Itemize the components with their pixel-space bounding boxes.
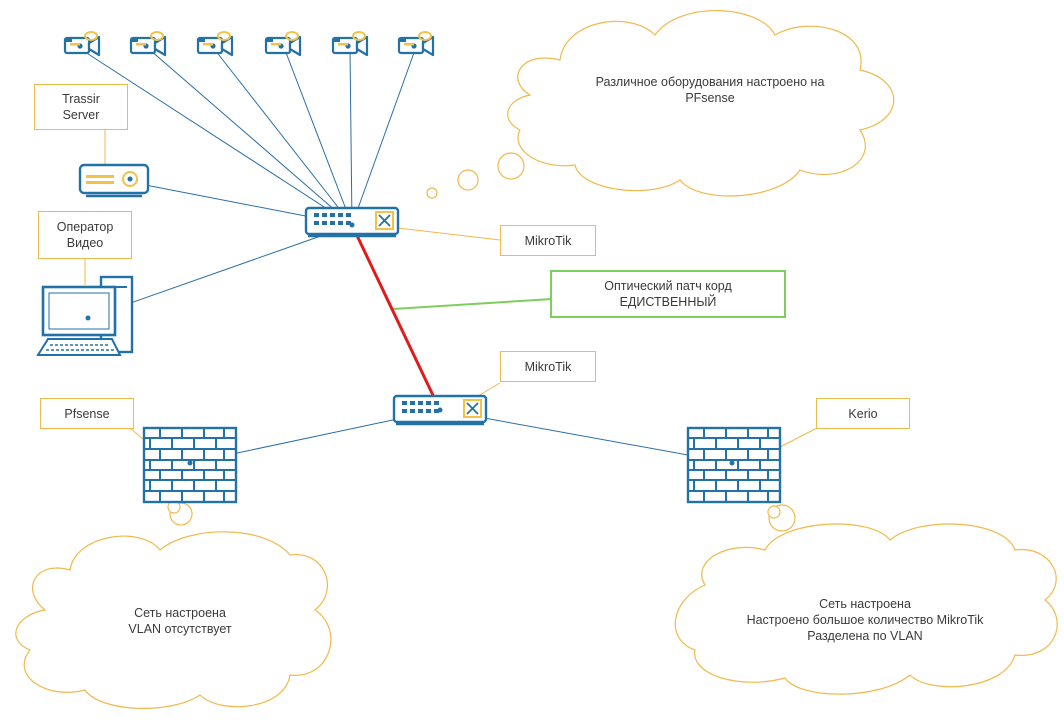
cloud-icon [15,531,332,709]
camera-icon [331,30,369,57]
label-kerio: Kerio [816,398,910,429]
label-operator-video: Оператор Видео [38,211,132,259]
camera-icon [264,30,302,57]
cloud-text-bottom-right: Сеть настроена Настроено большое количес… [746,597,984,643]
camera-icon [196,30,234,57]
camera-icon [129,30,167,57]
connection-dots [187,222,735,466]
cloud-icon [674,523,1058,695]
camera-icon [397,30,435,57]
cloud-bubble [767,505,781,519]
callout-lines [84,130,818,448]
camera-icon [63,30,101,57]
optic-patch-cord [350,224,442,411]
cloud-bubble [457,169,479,191]
label-pfsense: Pfsense [40,398,134,429]
cloud-icon [507,10,895,197]
label-mikrotik-top: MikroTik [500,225,596,256]
firewall-icon [686,426,782,504]
label-mikrotik-mid: MikroTik [500,351,596,382]
cloud-text-top-right: Различное оборудования настроено на PFse… [595,75,825,105]
cloud-bubble [426,187,438,199]
computer-icon [36,275,134,356]
cloud-text-bottom-left: Сеть настроена VLAN отсутствует [128,606,232,636]
server-icon [78,163,150,198]
label-trassir-server: Trassir Server [34,84,128,130]
cloud-bubble [497,152,525,180]
optic-callout-line [392,298,553,310]
switch-icon [304,206,400,238]
label-optic-patch-cord: Оптический патч корд ЕДИСТВЕННЫЙ [550,270,786,318]
